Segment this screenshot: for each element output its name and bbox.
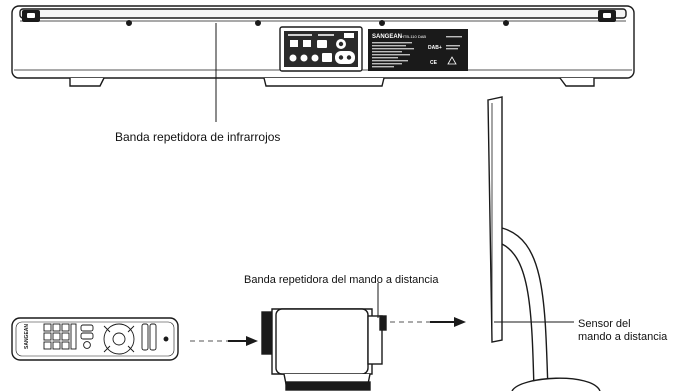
tv: [487, 96, 601, 391]
label-remote-sensor: Sensor del mando a distancia: [578, 318, 667, 344]
mounting-slot-left: [22, 10, 40, 22]
arrow-head-icon: [246, 336, 258, 346]
rating-label-dab: DAB+: [428, 45, 442, 51]
rating-label-ce: CE: [430, 60, 438, 66]
rating-label: SANGEAN HTB-110 DAB DAB+ CE: [368, 29, 468, 71]
soundbar-screws: [126, 20, 509, 26]
remote-buttons: [43, 323, 169, 355]
rating-label-brand: SANGEAN: [372, 34, 402, 40]
remote-brand-text: SANGEAN: [24, 324, 30, 349]
label-remote-repeater-band: Banda repetidora del mando a distancia: [244, 274, 439, 286]
label-remote-sensor-line1: Sensor del: [578, 318, 631, 330]
arrow-head-icon: [454, 317, 466, 327]
label-remote-sensor-line2: mando a distancia: [578, 331, 668, 343]
mounting-slot-right: [598, 10, 616, 22]
rating-label-model: HTB-110 DAB: [401, 34, 426, 39]
ir-signal-repeater-to-tv: [390, 317, 466, 327]
label-ir-repeater-band: Banda repetidora de infrarrojos: [115, 130, 281, 144]
connector-panel: [279, 26, 363, 72]
remote-repeater-unit: [261, 308, 387, 391]
ir-signal-remote-to-repeater: [190, 336, 258, 346]
